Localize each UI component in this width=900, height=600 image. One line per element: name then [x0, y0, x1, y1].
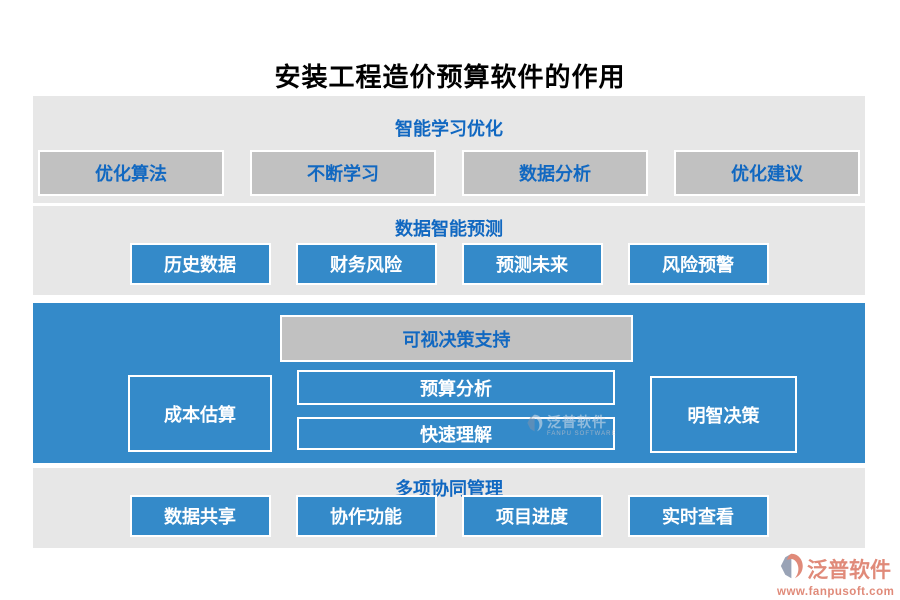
node-risk-warning: 风险预警 — [627, 243, 769, 285]
node-wise-decision: 明智决策 — [650, 376, 797, 453]
node-continuous-learning: 不断学习 — [250, 150, 436, 196]
fanpu-logo-name: 泛普软件 — [807, 558, 891, 582]
section-collaboration: 多项协同管理 数据共享 协作功能 项目进度 实时查看 — [33, 468, 865, 548]
section-data-prediction-header: 数据智能预测 — [395, 219, 503, 239]
fanpu-logo-url: www.fanpusoft.com — [777, 586, 895, 598]
node-cost-estimate: 成本估算 — [128, 375, 272, 452]
data-prediction-node-row: 历史数据 财务风险 预测未来 风险预警 — [33, 243, 865, 285]
node-collaboration-feature: 协作功能 — [295, 495, 437, 537]
node-optimize-suggestion: 优化建议 — [674, 150, 860, 196]
fanpu-logo-icon — [777, 552, 804, 585]
node-visual-decision-support: 可视决策支持 — [280, 315, 633, 362]
smart-learning-node-row: 优化算法 不断学习 数据分析 优化建议 — [38, 150, 860, 196]
node-data-analysis: 数据分析 — [462, 150, 648, 196]
collaboration-node-row: 数据共享 协作功能 项目进度 实时查看 — [33, 495, 865, 537]
section-data-prediction: 数据智能预测 历史数据 财务风险 预测未来 风险预警 — [33, 206, 865, 295]
page-title: 安装工程造价预算软件的作用 — [274, 62, 626, 92]
node-predict-future: 预测未来 — [461, 243, 603, 285]
node-quick-understanding: 快速理解 — [297, 417, 615, 450]
section-collaboration-header: 多项协同管理 — [395, 479, 503, 499]
node-realtime-view: 实时查看 — [627, 495, 769, 537]
node-optimize-algorithm: 优化算法 — [38, 150, 224, 196]
node-project-progress: 项目进度 — [461, 495, 603, 537]
section-smart-learning-header: 智能学习优化 — [395, 119, 503, 139]
node-budget-analysis: 预算分析 — [297, 370, 615, 405]
node-data-sharing: 数据共享 — [129, 495, 271, 537]
node-history-data: 历史数据 — [129, 243, 271, 285]
section-smart-learning: 智能学习优化 优化算法 不断学习 数据分析 优化建议 — [33, 96, 865, 203]
node-financial-risk: 财务风险 — [295, 243, 437, 285]
fanpu-brand-logo: 泛普软件 www.fanpusoft.com — [777, 552, 899, 598]
section-visual-decision: 可视决策支持 成本估算 预算分析 快速理解 明智决策 泛普软件 FANPU SO… — [33, 303, 865, 463]
